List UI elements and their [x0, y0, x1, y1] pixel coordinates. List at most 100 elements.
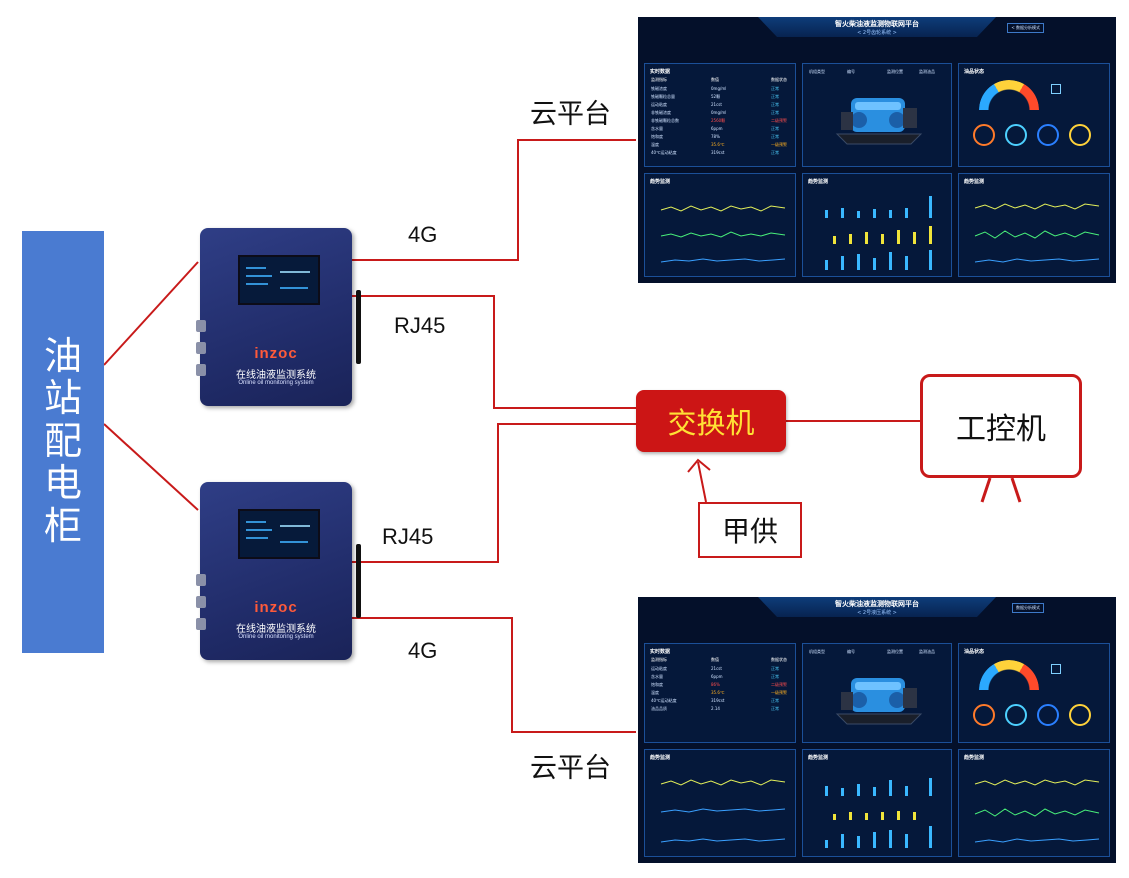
panel-title: 油品状态 [964, 649, 985, 655]
device-port [196, 574, 206, 586]
panel-title: 油品状态 [964, 69, 985, 75]
cabinet-char: 柜 [43, 505, 82, 548]
device-name-en: Online oil monitoring system [238, 380, 314, 386]
ipc-leg-right [1010, 477, 1022, 503]
device-brand-logo: inzoc [254, 345, 298, 362]
trend-panel-2: 趋势监测 [802, 749, 952, 857]
antenna-icon [356, 290, 361, 364]
cloud-platform-label-bottom: 云平台 [530, 753, 611, 783]
wire-bottom-device-rj45-switch [352, 423, 636, 563]
status-ring [1005, 124, 1027, 146]
supply-arrow-head [687, 458, 711, 473]
header-name: 监测指标 [651, 77, 667, 82]
cabinet-char: 配 [43, 420, 82, 463]
realtime-header-row: 监测指标 数值 数据状态 [651, 657, 787, 662]
industrial-pc: 工控机 [920, 374, 1082, 478]
status-ring [1005, 704, 1027, 726]
quality-gauge [979, 660, 1039, 690]
device-brand-logo: inzoc [254, 599, 298, 616]
device-name-en: Online oil monitoring system [238, 634, 314, 640]
oil-status-panel: 油品状态 [958, 643, 1110, 743]
trend-chart-lines [974, 779, 1100, 843]
device-screen [238, 509, 320, 559]
quality-gauge [979, 80, 1039, 110]
machine-panel: 机组类型 编号 监测位置 监测油品 [802, 63, 952, 167]
mode-button[interactable]: < 数据分析模式 [1007, 23, 1044, 33]
device-port [196, 618, 206, 630]
panel-title: 实时数据 [650, 69, 671, 75]
trend-chart-bars [825, 778, 932, 848]
status-ring [973, 124, 995, 146]
cloud-dashboard-top: 智火柴油液监测物联网平台 < 2号齿轮系统 > < 数据分析模式 实时数据 监测… [638, 17, 1116, 283]
power-distribution-cabinet: 油 站 配 电 柜 [22, 231, 104, 653]
realtime-header-row: 监测指标 数值 数据状态 [651, 77, 791, 83]
cabinet-char: 电 [43, 463, 82, 506]
trend-chart-lines [974, 203, 1100, 263]
dashboard-subtitle: < 2号液压系统 > [857, 610, 897, 616]
generator-icon [835, 678, 923, 725]
oil-status-panel: 油品状态 [958, 63, 1110, 167]
wire-cabinet-to-bottom-device [103, 423, 199, 511]
device-port [196, 596, 206, 608]
dashboard-title: 智火柴油液监测物联网平台 [835, 600, 919, 608]
status-ring [1037, 704, 1059, 726]
panel-title: 趋势监测 [808, 755, 829, 761]
trend-panel-1: 趋势监测 [644, 749, 796, 857]
wire-cabinet-to-top-device [103, 261, 199, 366]
cabinet-char: 油 [43, 335, 82, 378]
status-ring [973, 704, 995, 726]
status-ring [1037, 124, 1059, 146]
wire-top-device-4g-cloud [352, 139, 636, 261]
oil-monitor-device-bottom: inzoc 在线油液监测系统 Online oil monitoring sys… [196, 482, 352, 660]
trend-panel-3: 趋势监测 [958, 173, 1110, 277]
switch-label: 交换机 [667, 408, 755, 440]
machine-header-row: 机组类型 编号 监测位置 监测油品 [809, 69, 935, 74]
qr-icon [1051, 84, 1061, 94]
trend-panel-3: 趋势监测 [958, 749, 1110, 857]
link-label-top-4g: 4G [408, 222, 438, 247]
ipc-leg-left [980, 477, 992, 503]
cloud-platform-label-top: 云平台 [530, 99, 611, 129]
trend-chart-lines [660, 205, 786, 263]
panel-title: 趋势监测 [808, 179, 829, 185]
qr-icon [1051, 664, 1061, 674]
status-ring [1069, 124, 1091, 146]
cloud-dashboard-bottom: 智火柴油液监测物联网平台 < 2号液压系统 > 数据分析模式 实时数据 监测指标… [638, 597, 1116, 863]
dashboard-header: 智火柴油液监测物联网平台 < 2号液压系统 > [758, 597, 996, 617]
link-label-bottom-rj45: RJ45 [382, 524, 434, 549]
dashboard-title: 智火柴油液监测物联网平台 [835, 20, 919, 28]
trend-panel-1: 趋势监测 [644, 173, 796, 277]
oil-monitor-device-top: inzoc 在线油液监测系统 Online oil monitoring sys… [196, 228, 352, 406]
mode-button[interactable]: 数据分析模式 [1012, 603, 1044, 613]
panel-title: 趋势监测 [964, 755, 985, 761]
cabinet-char: 站 [43, 378, 82, 421]
network-switch: 交换机 [636, 390, 786, 452]
trend-chart-lines [660, 779, 786, 843]
trend-chart-bars [825, 196, 932, 270]
trend-panel-2: 趋势监测 [802, 173, 952, 277]
ipc-label: 工控机 [956, 413, 1046, 446]
device-name-cn: 在线油液监测系统 [236, 624, 316, 635]
machine-panel: 机组类型 编号 监测位置 监测油品 [802, 643, 952, 743]
device-screen [238, 255, 320, 305]
owner-supplied-box: 甲供 [698, 502, 802, 558]
header-value: 数值 [711, 77, 719, 82]
device-port [196, 320, 206, 332]
device-port [196, 364, 206, 376]
link-label-top-rj45: RJ45 [394, 313, 446, 338]
device-port [196, 342, 206, 354]
